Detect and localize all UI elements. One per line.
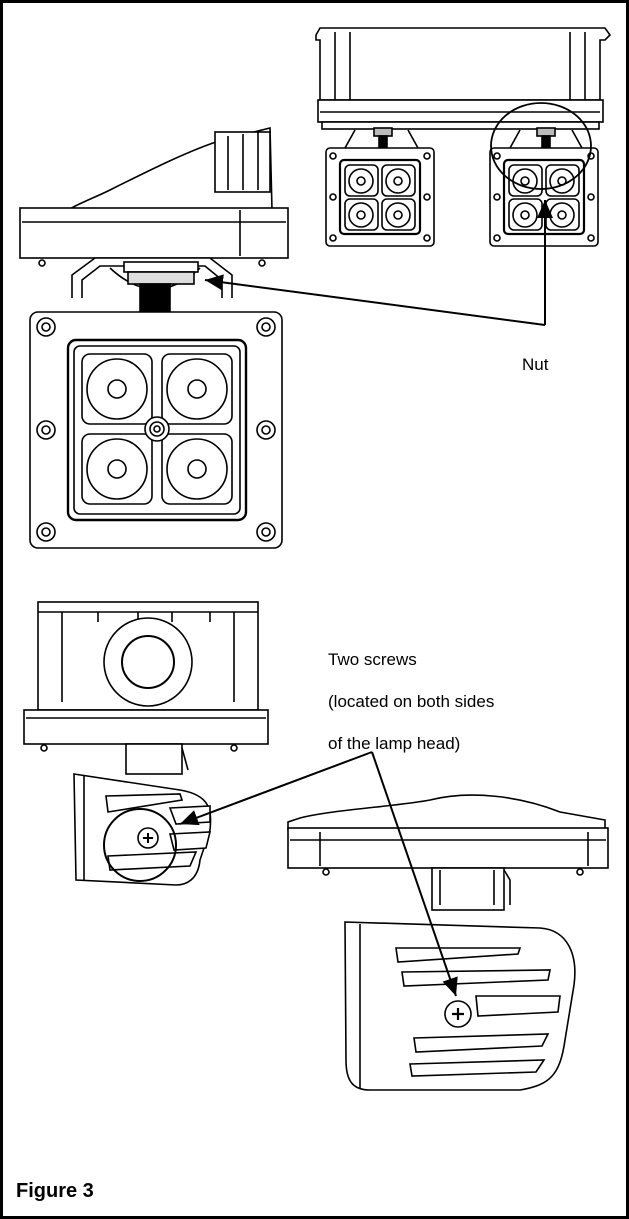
- screw-leaders: [179, 751, 458, 997]
- top-left-assembly: [19, 126, 289, 549]
- middle-left-assembly: [23, 601, 269, 886]
- screws-callout-label: Two screws (located on both sides of the…: [328, 628, 494, 775]
- figure-caption: Figure 3: [16, 1180, 94, 1202]
- screws-callout-line-1: Two screws: [328, 650, 417, 669]
- screws-callout-line-2: (located on both sides: [328, 692, 495, 711]
- nut-leaders: [204, 200, 553, 326]
- screws-callout-line-3: of the lamp head): [328, 734, 461, 753]
- nut-callout-label: Nut: [522, 355, 549, 374]
- bottom-right-assembly: [287, 794, 609, 1091]
- top-right-assembly: [315, 27, 612, 247]
